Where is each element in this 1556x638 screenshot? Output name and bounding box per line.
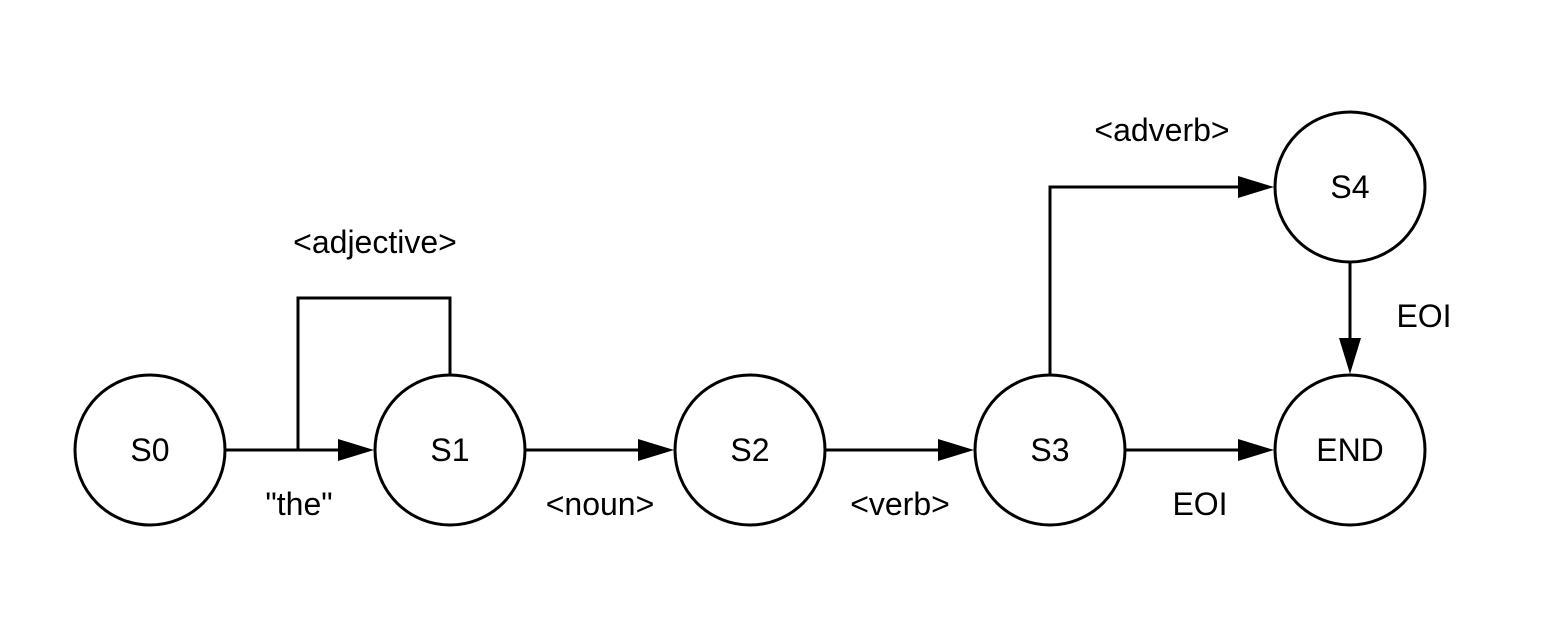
node-s3-label: S3: [1030, 432, 1069, 468]
node-s4-label: S4: [1330, 169, 1369, 205]
node-s0: S0: [73, 373, 227, 527]
node-s3-circle: [973, 373, 1127, 527]
edges: [226, 176, 1361, 461]
node-s2-label: S2: [730, 432, 769, 468]
label-s0-to-s1: "the": [265, 486, 332, 522]
node-s2-circle: [673, 373, 827, 527]
node-end-label: END: [1316, 432, 1384, 468]
edge-s3-to-s4: [1048, 185, 1240, 374]
edge-labels: "the" <adjective> <noun> <verb> <adverb>…: [265, 112, 1451, 522]
node-s0-label: S0: [130, 432, 169, 468]
label-s2-to-s3: <verb>: [850, 486, 950, 522]
label-s3-to-end: EOI: [1172, 486, 1227, 522]
node-s3: S3: [973, 373, 1127, 527]
node-s0-circle: [73, 373, 227, 527]
edge-s1-loop: [296, 296, 452, 450]
arrow-s2-to-s3: [938, 439, 974, 461]
arrow-s0-to-s1: [338, 439, 374, 461]
arrow-s1-to-s2: [638, 439, 674, 461]
node-s4-circle: [1273, 110, 1427, 264]
node-end-circle: [1273, 373, 1427, 527]
node-s1: S1: [373, 373, 527, 527]
label-s3-to-s4: <adverb>: [1094, 112, 1229, 148]
node-s4: S4: [1273, 110, 1427, 264]
label-s1-to-s2: <noun>: [546, 486, 655, 522]
label-s1-loop: <adjective>: [293, 224, 457, 260]
node-s1-circle: [373, 373, 527, 527]
node-s1-label: S1: [430, 432, 469, 468]
nodes: S0 S1 S2 S3 S4 END: [73, 110, 1427, 527]
arrow-s3-to-end: [1238, 439, 1274, 461]
node-s2: S2: [673, 373, 827, 527]
node-end: END: [1273, 373, 1427, 527]
label-s4-to-end: EOI: [1396, 298, 1451, 334]
arrow-s4-to-end: [1339, 338, 1361, 374]
arrow-s3-to-s4: [1238, 176, 1274, 198]
